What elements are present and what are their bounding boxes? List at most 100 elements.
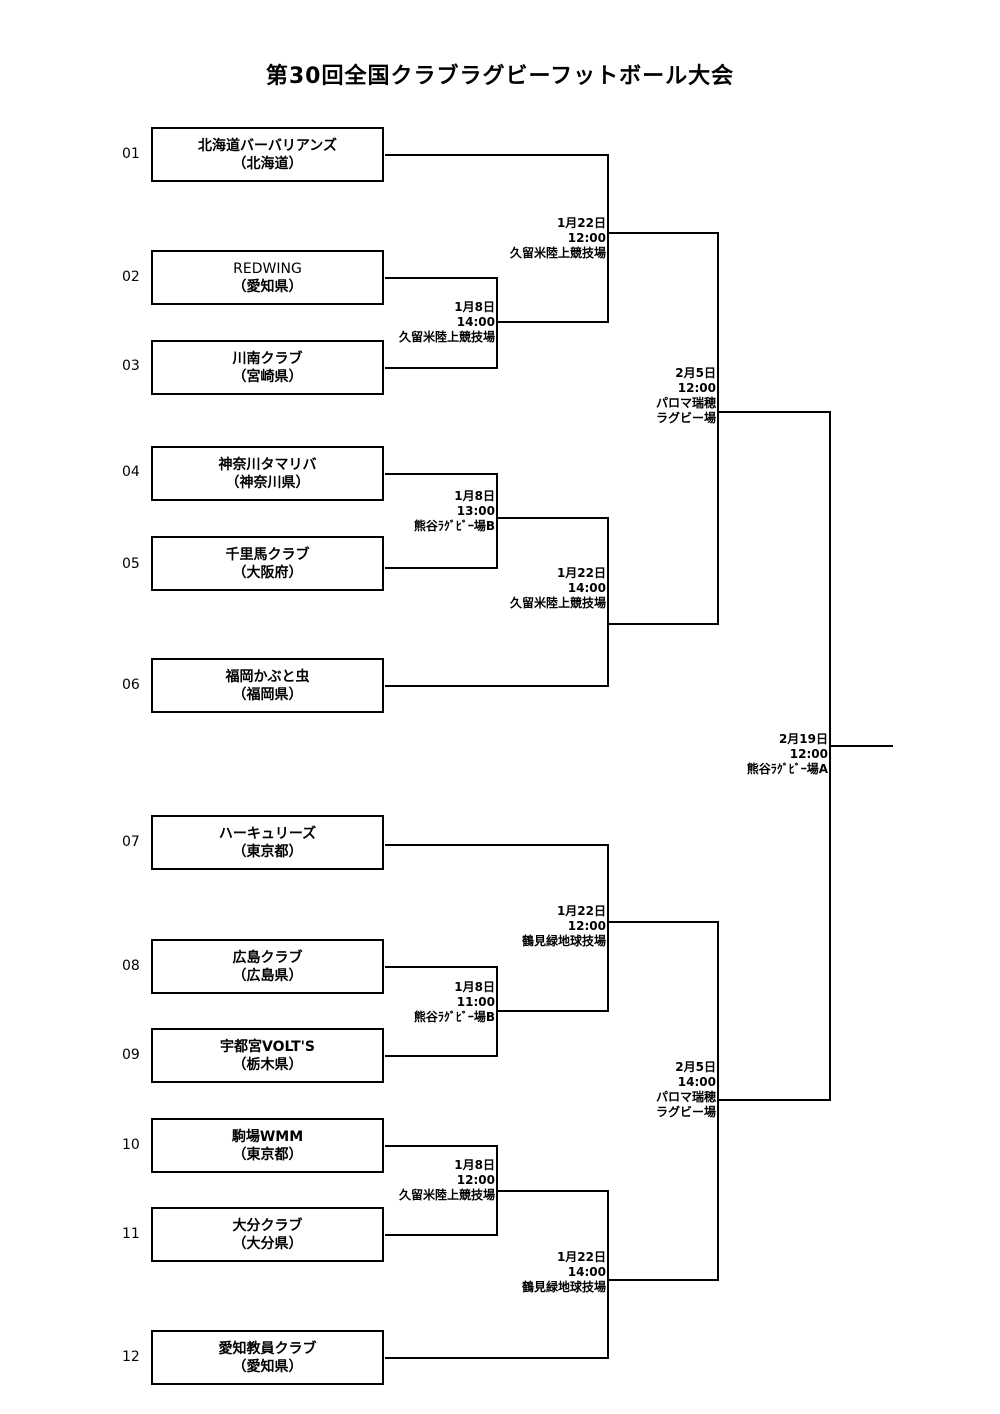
team-box: 福岡かぶと虫（福岡県） xyxy=(151,658,384,713)
match-info-sf-b: 2月5日 14:00 パロマ瑞穂 ラグビー場 xyxy=(656,1060,716,1120)
seed-number: 03 xyxy=(122,358,140,374)
seed-number: 08 xyxy=(122,958,140,974)
match-date: 2月5日 xyxy=(675,1060,716,1074)
match-date: 1月22日 xyxy=(556,1250,606,1264)
seed-number: 04 xyxy=(122,464,140,480)
match-venue: 久留米陸上競技場 xyxy=(398,1188,495,1202)
bracket-line-final xyxy=(718,411,831,1101)
match-time: 14:00 xyxy=(677,1075,716,1089)
seed-number: 11 xyxy=(122,1226,140,1242)
team-name: 福岡かぶと虫 xyxy=(225,668,310,685)
team-box: 駒場WMM（東京都） xyxy=(151,1118,384,1173)
seed-number: 12 xyxy=(122,1349,140,1365)
match-time: 12:00 xyxy=(567,919,606,933)
bracket-line-sf-a xyxy=(608,232,719,625)
team-box: 広島クラブ（広島県） xyxy=(151,939,384,994)
team-prefecture: （愛知県） xyxy=(232,1358,303,1375)
team-box: 千里馬クラブ（大阪府） xyxy=(151,536,384,591)
bracket-line-r1-b xyxy=(385,473,498,569)
team-name: 北海道バーバリアンズ xyxy=(197,137,338,154)
team-name: 駒場WMM xyxy=(231,1128,304,1145)
match-info-r1-d: 1月8日 12:00 久留米陸上競技場 xyxy=(399,1158,495,1203)
seed-number: 05 xyxy=(122,556,140,572)
match-date: 1月22日 xyxy=(556,566,606,580)
match-date: 1月8日 xyxy=(454,980,495,994)
team-box: 北海道バーバリアンズ（北海道） xyxy=(151,127,384,182)
match-time: 13:00 xyxy=(456,504,495,518)
match-venue: 鶴見緑地球技場 xyxy=(521,1280,606,1294)
match-info-r1-b: 1月8日 13:00 熊谷ﾗｸﾞﾋﾞｰ場B xyxy=(414,489,495,534)
match-info-r1-c: 1月8日 11:00 熊谷ﾗｸﾞﾋﾞｰ場B xyxy=(414,980,495,1025)
match-time: 14:00 xyxy=(456,315,495,329)
match-info-r1-a: 1月8日 14:00 久留米陸上競技場 xyxy=(399,300,495,345)
match-venue: パロマ瑞穂 xyxy=(655,1090,716,1104)
match-venue: 鶴見緑地球技場 xyxy=(521,934,606,948)
team-prefecture: （愛知県） xyxy=(232,278,303,295)
team-box: ハーキュリーズ（東京都） xyxy=(151,815,384,870)
team-name: 広島クラブ xyxy=(232,949,303,966)
team-prefecture: （広島県） xyxy=(232,967,303,984)
match-date: 1月8日 xyxy=(454,1158,495,1172)
match-time: 12:00 xyxy=(789,747,828,761)
match-time: 11:00 xyxy=(456,995,495,1009)
match-info-r2-b: 1月22日 14:00 久留米陸上競技場 xyxy=(510,566,606,611)
team-name: 神奈川タマリバ xyxy=(218,456,317,473)
team-name: 千里馬クラブ xyxy=(225,546,310,563)
match-date: 2月5日 xyxy=(675,366,716,380)
seed-number: 01 xyxy=(122,146,140,162)
seed-number: 06 xyxy=(122,677,140,693)
match-date: 1月22日 xyxy=(556,904,606,918)
match-time: 14:00 xyxy=(567,1265,606,1279)
page-title: 第30回全国クラブラグビーフットボール大会 xyxy=(265,64,735,89)
team-box: 宇都宮VOLT'S（栃木県） xyxy=(151,1028,384,1083)
seed-number: 02 xyxy=(122,269,140,285)
bracket-line-r2-a xyxy=(385,154,609,323)
match-venue: パロマ瑞穂 xyxy=(655,396,716,410)
team-name: 大分クラブ xyxy=(232,1217,303,1234)
team-prefecture: （栃木県） xyxy=(232,1056,303,1073)
match-time: 14:00 xyxy=(567,581,606,595)
seed-number: 07 xyxy=(122,834,140,850)
match-info-r2-c: 1月22日 12:00 鶴見緑地球技場 xyxy=(522,904,606,949)
team-prefecture: （大阪府） xyxy=(232,564,303,581)
team-box: REDWING（愛知県） xyxy=(151,250,384,305)
match-time: 12:00 xyxy=(567,231,606,245)
team-name: ハーキュリーズ xyxy=(218,825,317,842)
team-box: 大分クラブ（大分県） xyxy=(151,1207,384,1262)
team-name: REDWING xyxy=(233,260,302,277)
match-venue: 久留米陸上競技場 xyxy=(509,246,606,260)
team-box: 川南クラブ（宮崎県） xyxy=(151,340,384,395)
seed-number: 09 xyxy=(122,1047,140,1063)
team-prefecture: （大分県） xyxy=(232,1235,303,1252)
match-venue: 熊谷ﾗｸﾞﾋﾞｰ場B xyxy=(413,519,495,533)
match-date: 1月22日 xyxy=(556,216,606,230)
bracket-line-r2-d xyxy=(385,1190,609,1359)
seed-number: 10 xyxy=(122,1137,140,1153)
match-venue: 熊谷ﾗｸﾞﾋﾞｰ場A xyxy=(746,762,828,776)
match-info-final: 2月19日 12:00 熊谷ﾗｸﾞﾋﾞｰ場A xyxy=(747,732,828,777)
match-venue: 熊谷ﾗｸﾞﾋﾞｰ場B xyxy=(413,1010,495,1024)
match-date: 2月19日 xyxy=(778,732,828,746)
team-name: 愛知教員クラブ xyxy=(218,1340,317,1357)
team-box: 神奈川タマリバ（神奈川県） xyxy=(151,446,384,501)
match-venue: ラグビー場 xyxy=(655,1105,716,1119)
match-time: 12:00 xyxy=(456,1173,495,1187)
match-info-sf-a: 2月5日 12:00 パロマ瑞穂 ラグビー場 xyxy=(656,366,716,426)
team-prefecture: （東京都） xyxy=(232,843,303,860)
match-time: 12:00 xyxy=(677,381,716,395)
team-name: 宇都宮VOLT'S xyxy=(219,1038,315,1055)
match-info-r2-d: 1月22日 14:00 鶴見緑地球技場 xyxy=(522,1250,606,1295)
bracket-line-r2-b xyxy=(385,517,609,687)
bracket-line-r2-c xyxy=(385,844,609,1012)
match-date: 1月8日 xyxy=(454,489,495,503)
match-date: 1月8日 xyxy=(454,300,495,314)
match-info-r2-a: 1月22日 12:00 久留米陸上競技場 xyxy=(510,216,606,261)
team-name: 川南クラブ xyxy=(232,350,303,367)
team-prefecture: （福岡県） xyxy=(232,686,303,703)
match-venue: ラグビー場 xyxy=(655,411,716,425)
team-prefecture: （宮崎県） xyxy=(232,368,303,385)
team-prefecture: （東京都） xyxy=(232,1146,303,1163)
match-venue: 久留米陸上競技場 xyxy=(509,596,606,610)
team-prefecture: （神奈川県） xyxy=(225,474,310,491)
